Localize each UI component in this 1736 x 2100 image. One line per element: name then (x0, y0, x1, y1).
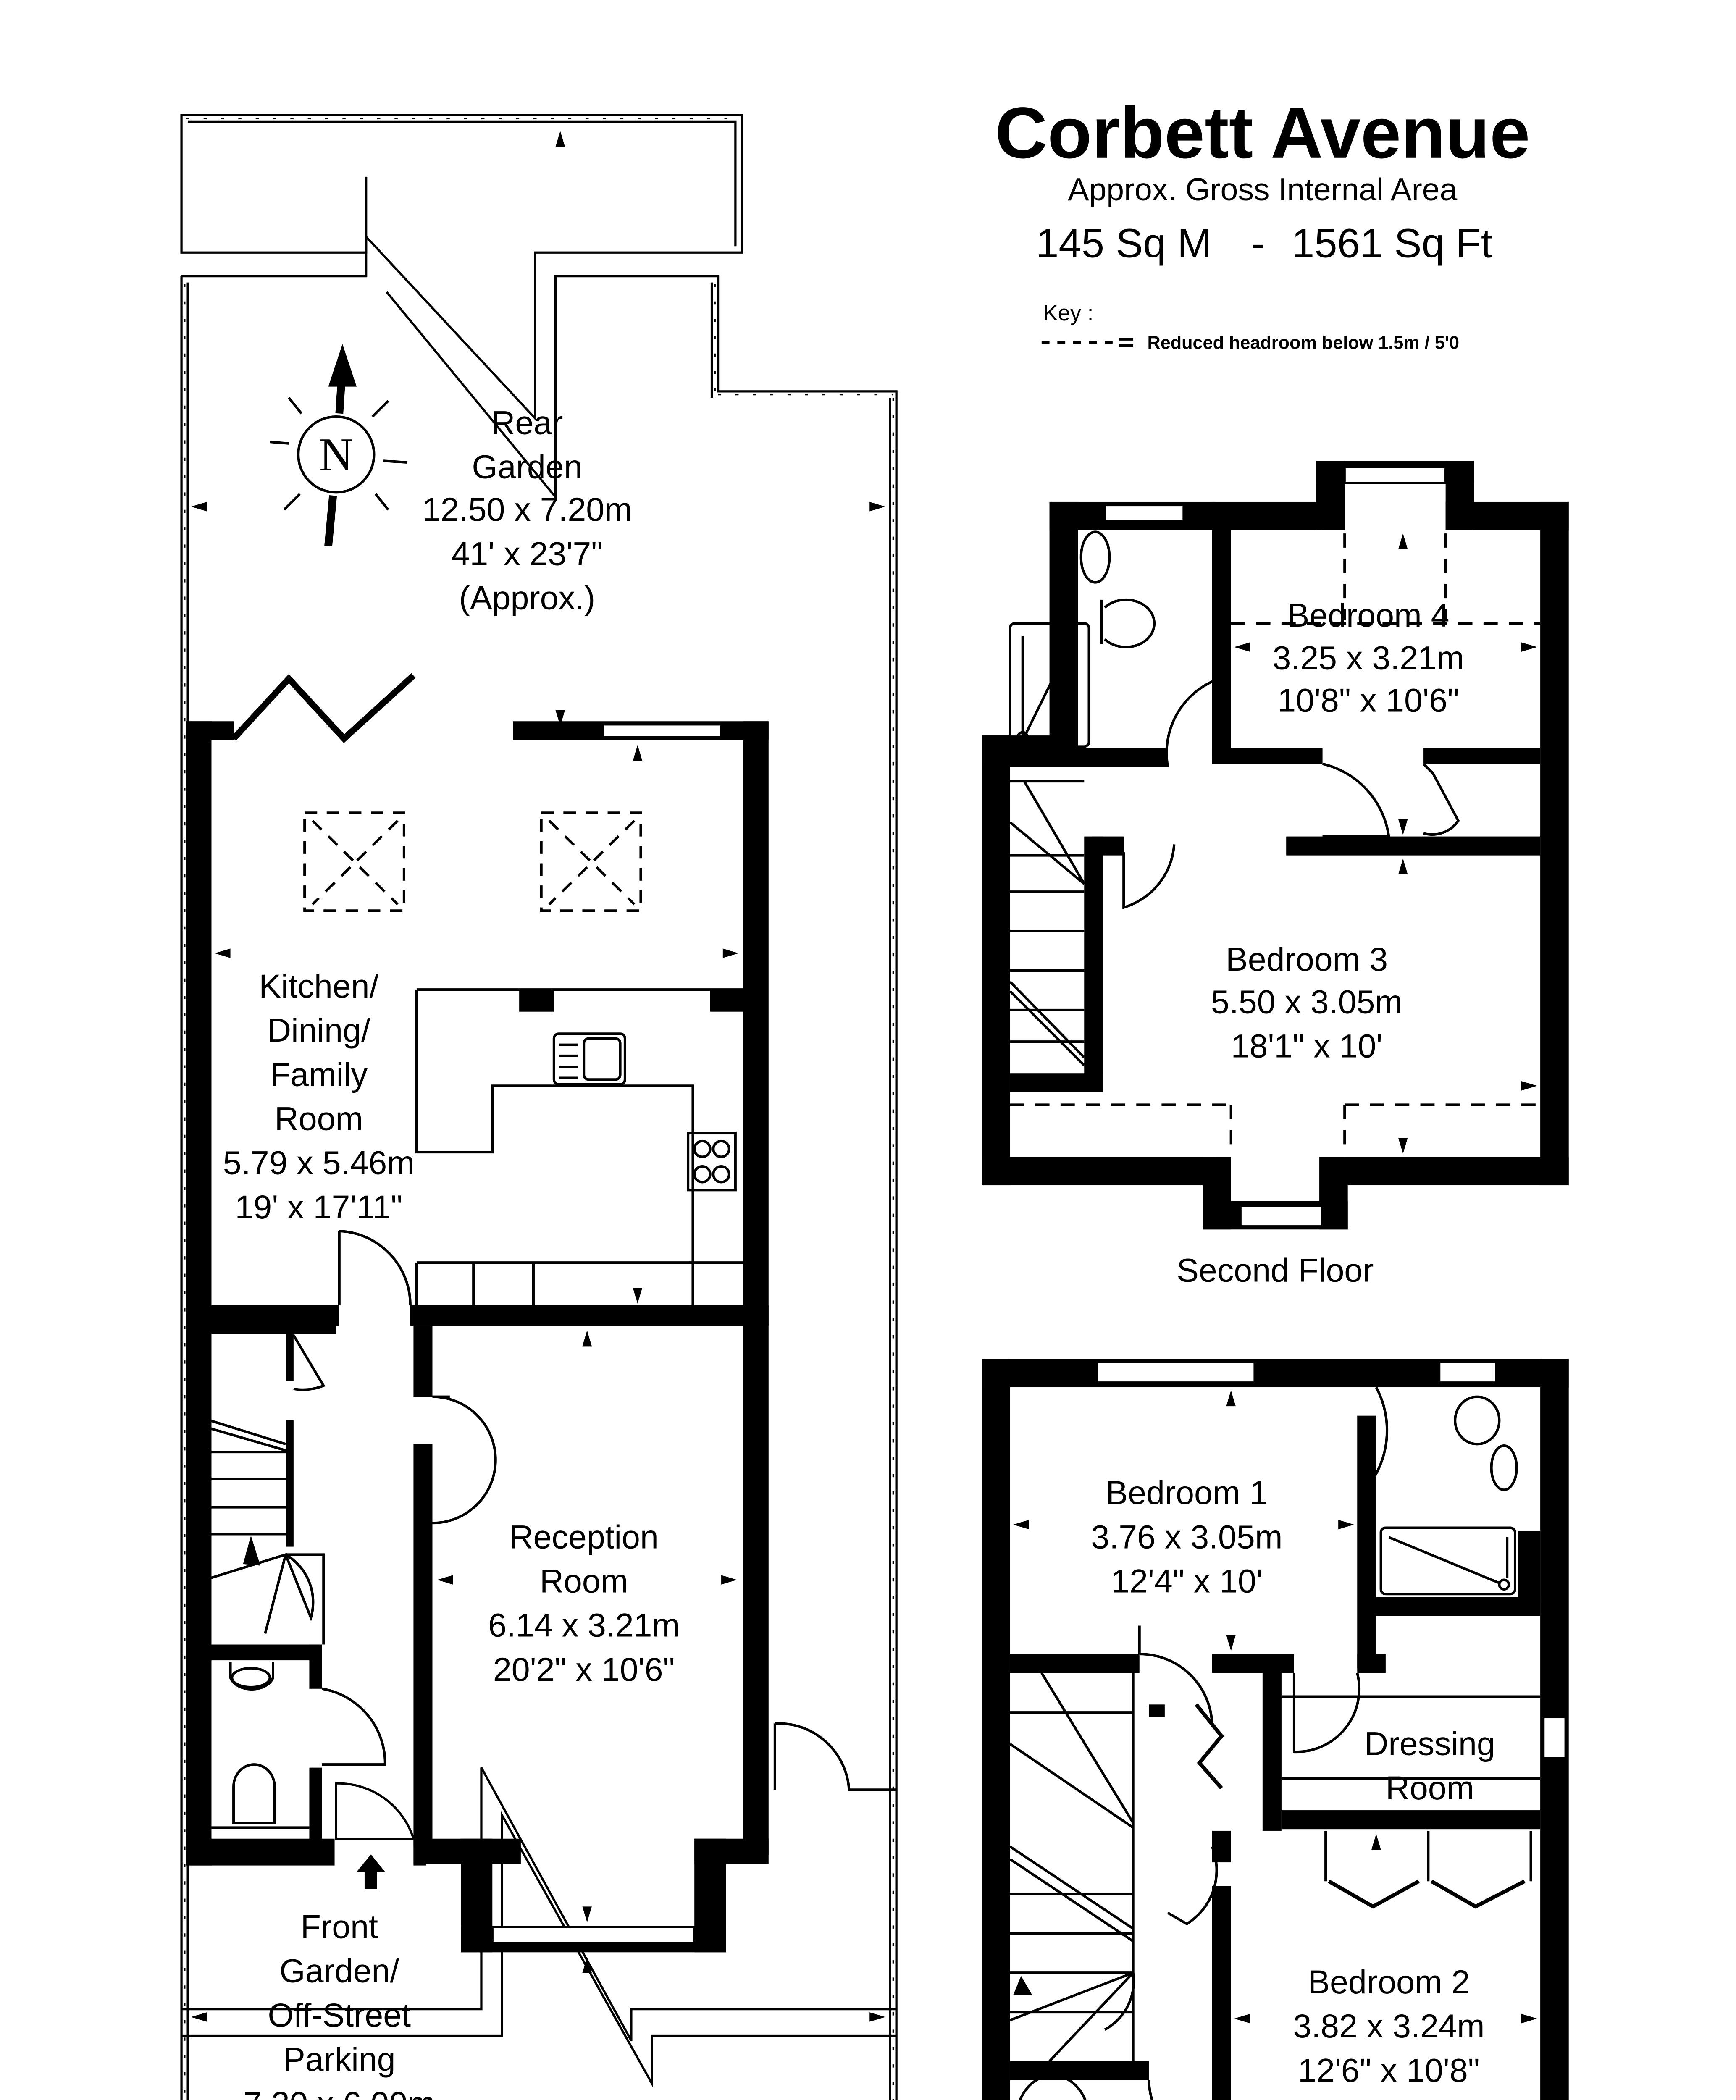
toilet-icon (1100, 598, 1156, 648)
room-imperial: 12'4" x 10' (1111, 1563, 1263, 1600)
ground-floor-walls (186, 721, 769, 1953)
room-name: Bedroom 3 (1226, 941, 1388, 978)
dressing-shelves (1281, 1695, 1541, 1780)
room-name: Family (270, 1056, 368, 1093)
room-name: Room (540, 1563, 628, 1600)
header: Corbett Avenue Approx. Gross Internal Ar… (995, 92, 1530, 266)
dashed-line-icon (1041, 338, 1133, 347)
dressing-label: Dressing Room (1364, 1725, 1495, 1806)
area-sqm: 145 Sq M (1036, 220, 1211, 266)
room-metric: 3.25 x 3.21m (1273, 639, 1464, 676)
room-name: Garden (472, 449, 582, 486)
room-name: Rear (491, 404, 563, 441)
key-description: Reduced headroom below 1.5m / 5'0 (1148, 333, 1460, 353)
sink-icon (552, 1032, 626, 1086)
room-metric: 5.79 x 5.46m (223, 1144, 415, 1181)
room-imperial: 18'1" x 10' (1231, 1028, 1383, 1065)
hob-icon (687, 1132, 737, 1192)
bath-icon (1019, 2074, 1087, 2100)
room-name: Room (1386, 1769, 1474, 1806)
key-label: Key : (1043, 301, 1094, 326)
room-name: Off-Street (268, 1997, 411, 2034)
bedroom4-label: Bedroom 4 3.25 x 3.21m 10'8" x 10'6" (1273, 597, 1464, 719)
front-garden-break (181, 1767, 897, 2088)
room-note: (Approx.) (459, 579, 595, 616)
room-imperial: 12'6" x 10'8" (1298, 2052, 1480, 2089)
bedroom2-label: Bedroom 2 3.82 x 3.24m 12'6" x 10'8" (1293, 1964, 1484, 2089)
area-subtitle: Approx. Gross Internal Area (1068, 172, 1457, 207)
entrance-arrow-icon (357, 1854, 385, 1889)
door-icons (292, 1230, 897, 1840)
reception-label: Reception Room 6.14 x 3.21m 20'2" x 10'6… (488, 1518, 680, 1688)
toilet-icon (1454, 1395, 1501, 1446)
ground-floor-plan: N Rear Garden 12.50 x 7.20m 41' x 23'7" … (180, 114, 898, 2100)
staircase-icon (1009, 1672, 1135, 2062)
first-floor-walls (982, 1359, 1569, 2100)
room-metric: 5.50 x 3.05m (1211, 983, 1402, 1020)
area-separator: - (1251, 220, 1265, 266)
dimension-markers (1013, 533, 1537, 1154)
room-metric: 12.50 x 7.20m (422, 491, 632, 528)
skylight-icon (303, 811, 405, 912)
bedroom3-label: Bedroom 3 5.50 x 3.05m 18'1" x 10' (1211, 941, 1402, 1065)
room-name: Dining/ (267, 1012, 370, 1049)
room-name: Room (275, 1100, 363, 1137)
compass-n-label: N (319, 429, 353, 481)
room-name: Parking (283, 2041, 395, 2078)
room-name: Bedroom 2 (1308, 1964, 1470, 2000)
room-metric: 3.76 x 3.05m (1091, 1518, 1282, 1555)
staircase-icon (1009, 780, 1085, 1066)
room-metric: 7.20 x 6.00m (244, 2085, 435, 2100)
reduced-headroom-line (1010, 533, 1541, 1155)
staircase-icon (209, 1419, 325, 1645)
dimension-markers (1013, 1390, 1537, 2024)
wardrobe-icon (1324, 1830, 1532, 1909)
shower-icon (1379, 1526, 1516, 1596)
room-name: Front (301, 1908, 378, 1945)
door-icons (1122, 678, 1460, 909)
floor-label-second: Second Floor (1177, 1252, 1374, 1289)
door-icons (1138, 1386, 1389, 2100)
room-name: Reception (510, 1518, 659, 1555)
page-title: Corbett Avenue (995, 92, 1530, 173)
shower-icon (1009, 622, 1090, 748)
key-legend: Key : Reduced headroom below 1.5m / 5'0 (1041, 301, 1460, 353)
room-name: Garden/ (279, 1953, 399, 1990)
room-imperial: 41' x 23'7" (452, 535, 603, 572)
rear-garden-label: Rear Garden 12.50 x 7.20m 41' x 23'7" (A… (422, 404, 632, 616)
second-floor-plan: Bedroom 4 3.25 x 3.21m 10'8" x 10'6" Bed… (982, 461, 1569, 1289)
bifold-door-icon (231, 673, 416, 743)
first-floor-plan: Bedroom 1 3.76 x 3.05m 12'4" x 10' Dress… (982, 1359, 1569, 2100)
kitchen-label: Kitchen/ Dining/ Family Room 5.79 x 5.46… (223, 968, 415, 1226)
bedroom1-label: Bedroom 1 3.76 x 3.05m 12'4" x 10' (1091, 1474, 1282, 1599)
north-arrow-icon: N (270, 344, 407, 547)
basin-icon (1490, 1444, 1518, 1491)
kitchen-fittings (303, 811, 743, 1305)
dimension-markers (191, 131, 885, 2022)
room-name: Dressing (1364, 1725, 1495, 1762)
skylight-icon (540, 811, 642, 912)
room-metric: 6.14 x 3.21m (488, 1607, 680, 1644)
room-metric: 3.82 x 3.24m (1293, 2008, 1484, 2045)
room-imperial: 19' x 17'11" (235, 1189, 403, 1226)
room-name: Bedroom 4 (1287, 597, 1450, 634)
basin-icon (1079, 530, 1111, 584)
room-name: Bedroom 1 (1106, 1474, 1268, 1511)
front-garden-label: Front Garden/ Off-Street Parking 7.20 x … (221, 1908, 458, 2100)
toilet-icon (210, 1763, 310, 1829)
second-floor-walls (982, 461, 1569, 1230)
room-imperial: 20'2" x 10'6" (493, 1651, 675, 1688)
area-sqft: 1561 Sq Ft (1292, 220, 1492, 266)
room-name: Kitchen/ (259, 968, 378, 1005)
wc-basin-icon (229, 1662, 275, 1691)
room-imperial: 10'8" x 10'6" (1277, 682, 1459, 719)
